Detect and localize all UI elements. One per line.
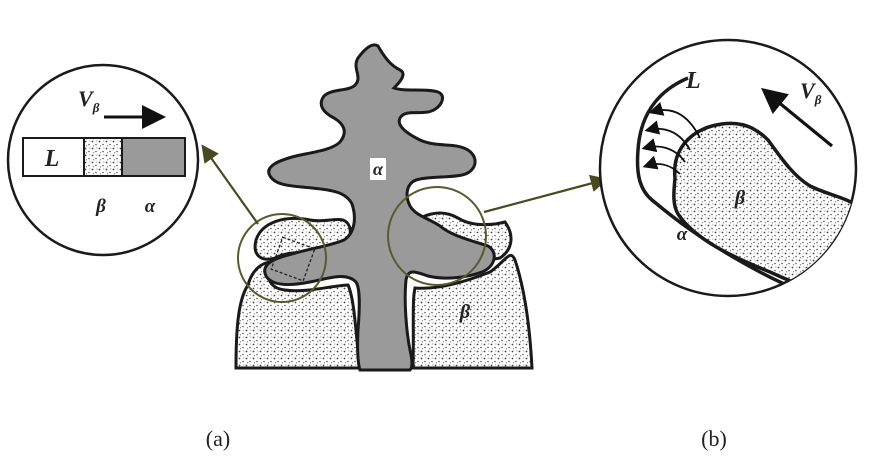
caption-a: (a) (206, 426, 230, 451)
beta-cell (84, 138, 122, 176)
right-inset: L Vβ β α (600, 40, 860, 310)
left-liquid-label: L (44, 146, 60, 172)
right-beta-label: β (734, 187, 746, 209)
alpha-label: α (373, 159, 384, 179)
left-alpha-label: α (145, 196, 156, 217)
left-inset: Vβ L β α (8, 65, 198, 255)
right-alpha-label: α (677, 224, 688, 245)
alpha-cell (122, 138, 185, 176)
left-beta-label: β (95, 196, 106, 217)
right-connector-arrow (484, 180, 604, 212)
beta-label: β (459, 301, 471, 323)
right-liquid-label: L (685, 68, 701, 94)
caption-b: (b) (701, 426, 727, 451)
dendrite-diagram: α β (236, 45, 532, 370)
left-connector-arrow (204, 148, 258, 224)
